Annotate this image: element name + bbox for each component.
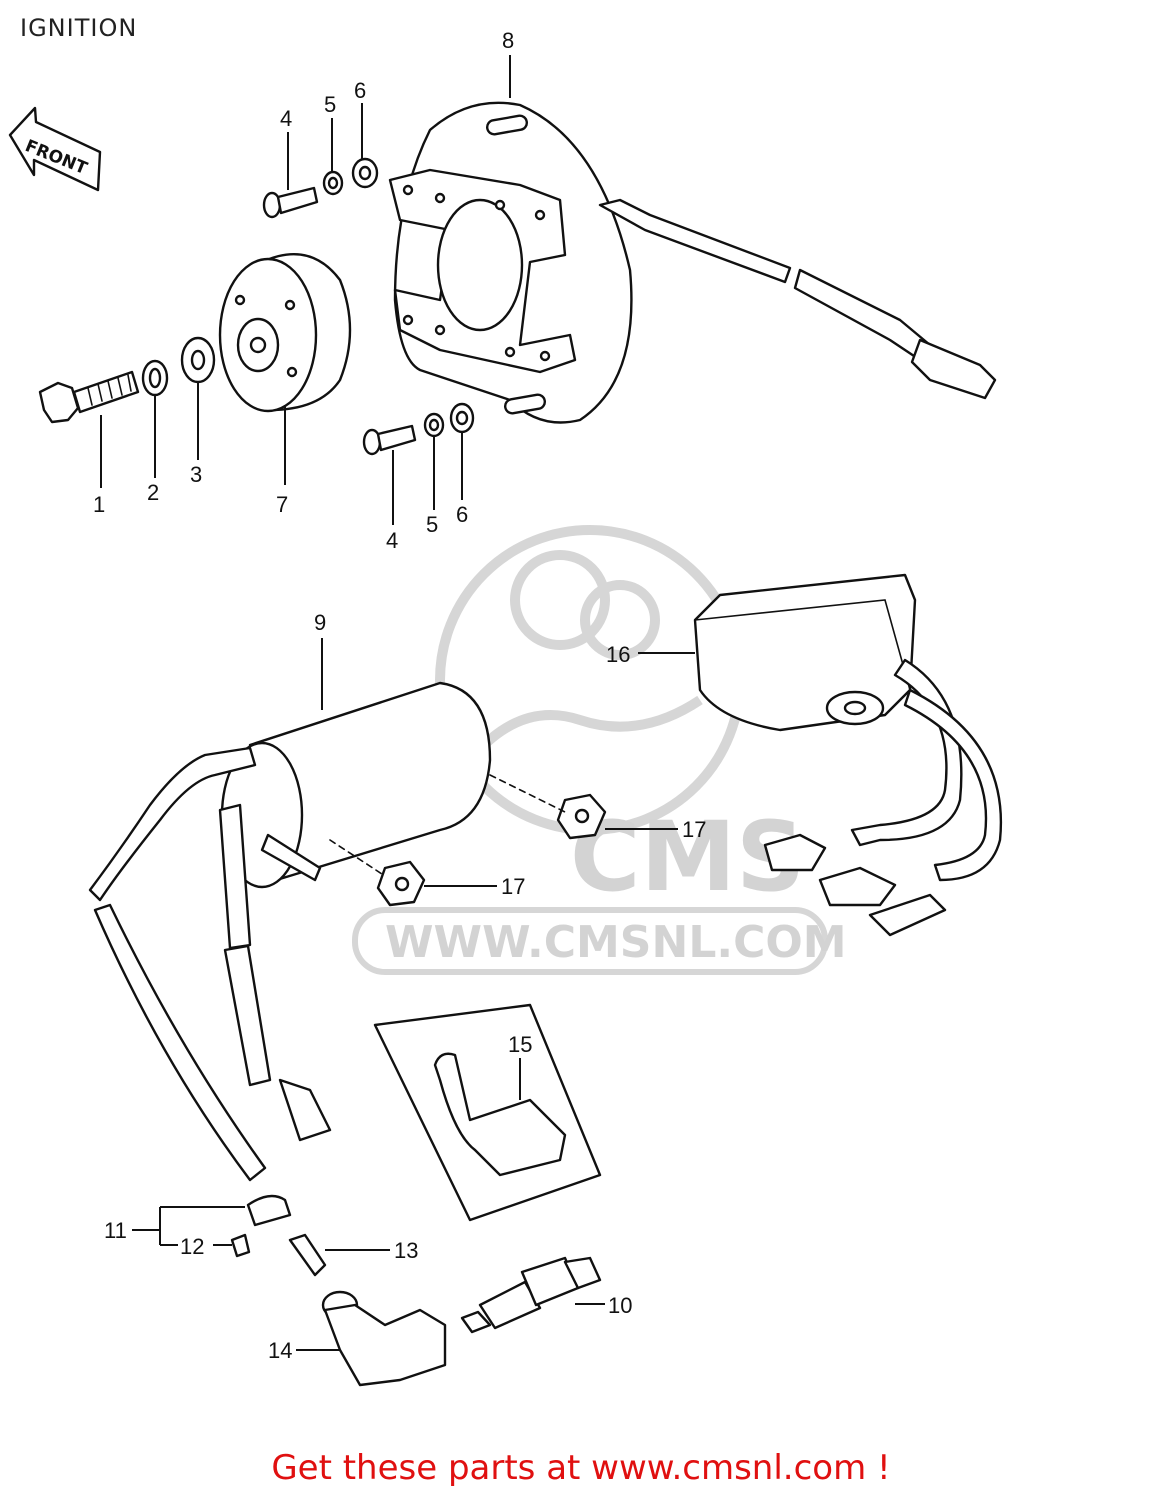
part-10-spark-plug: [460, 1256, 602, 1334]
callout-2: 2: [147, 480, 159, 505]
watermark-url-text: WWW.CMSNL.COM: [385, 917, 847, 968]
callout-3: 3: [190, 462, 202, 487]
leader-lines: [100, 55, 695, 1351]
part-1-bolt: [38, 370, 140, 424]
callout-1: 1: [93, 492, 105, 517]
part-14-plug-cap: [321, 1290, 447, 1387]
part-6-washer-lower: [449, 402, 475, 434]
part-4-screw-lower: [362, 424, 417, 456]
front-arrow-icon: FRONT: [8, 106, 102, 192]
get-parts-link[interactable]: Get these parts at www.cmsnl.com !: [271, 1448, 891, 1488]
part-15-plug-cap-box: [373, 1003, 602, 1222]
callout-14: 14: [268, 1338, 292, 1363]
callout-7: 7: [276, 492, 288, 517]
part-17-nut-lower: [376, 860, 426, 907]
callout-16: 16: [606, 642, 630, 667]
part-7-rotor: [218, 253, 352, 413]
part-11-clamp: [246, 1194, 292, 1227]
callout-12: 12: [180, 1234, 204, 1259]
callout-4-lower: 4: [386, 528, 398, 553]
page-title: IGNITION: [20, 14, 138, 42]
part-12-screw: [230, 1233, 251, 1258]
part-5-lockwasher-upper: [322, 170, 344, 196]
part-3-flat-washer: [180, 336, 216, 384]
callout-9: 9: [314, 610, 326, 635]
part-9-ignition-coil: [88, 681, 492, 1182]
part-5-lockwasher-lower: [423, 412, 445, 438]
part-6-washer-upper: [351, 157, 379, 189]
callout-11: 11: [104, 1218, 127, 1243]
callout-6-lower: 6: [456, 502, 468, 527]
callout-5-lower: 5: [426, 512, 438, 537]
part-13-terminal: [288, 1233, 327, 1277]
watermark-logo: CMS WWW.CMSNL.COM: [352, 525, 847, 975]
part-17-nut-upper: [556, 793, 607, 840]
callout-6-upper: 6: [354, 78, 366, 103]
part-16-igniter-unit: [693, 573, 1003, 937]
callout-17-lower: 17: [501, 874, 525, 899]
callout-17-upper: 17: [682, 817, 706, 842]
callout-4-upper: 4: [280, 106, 292, 131]
part-8-stator-plate: [388, 101, 997, 424]
part-4-screw-upper: [262, 186, 319, 219]
callout-15: 15: [508, 1032, 532, 1057]
callout-8: 8: [502, 28, 514, 53]
part-2-washer: [141, 359, 169, 397]
callout-5-upper: 5: [324, 92, 336, 117]
callout-10: 10: [608, 1293, 632, 1318]
callout-13: 13: [394, 1238, 418, 1263]
ignition-parts-diagram: CMS WWW.CMSNL.COM FRONT: [8, 28, 1003, 1387]
watermark-logo-text: CMS: [570, 801, 805, 913]
